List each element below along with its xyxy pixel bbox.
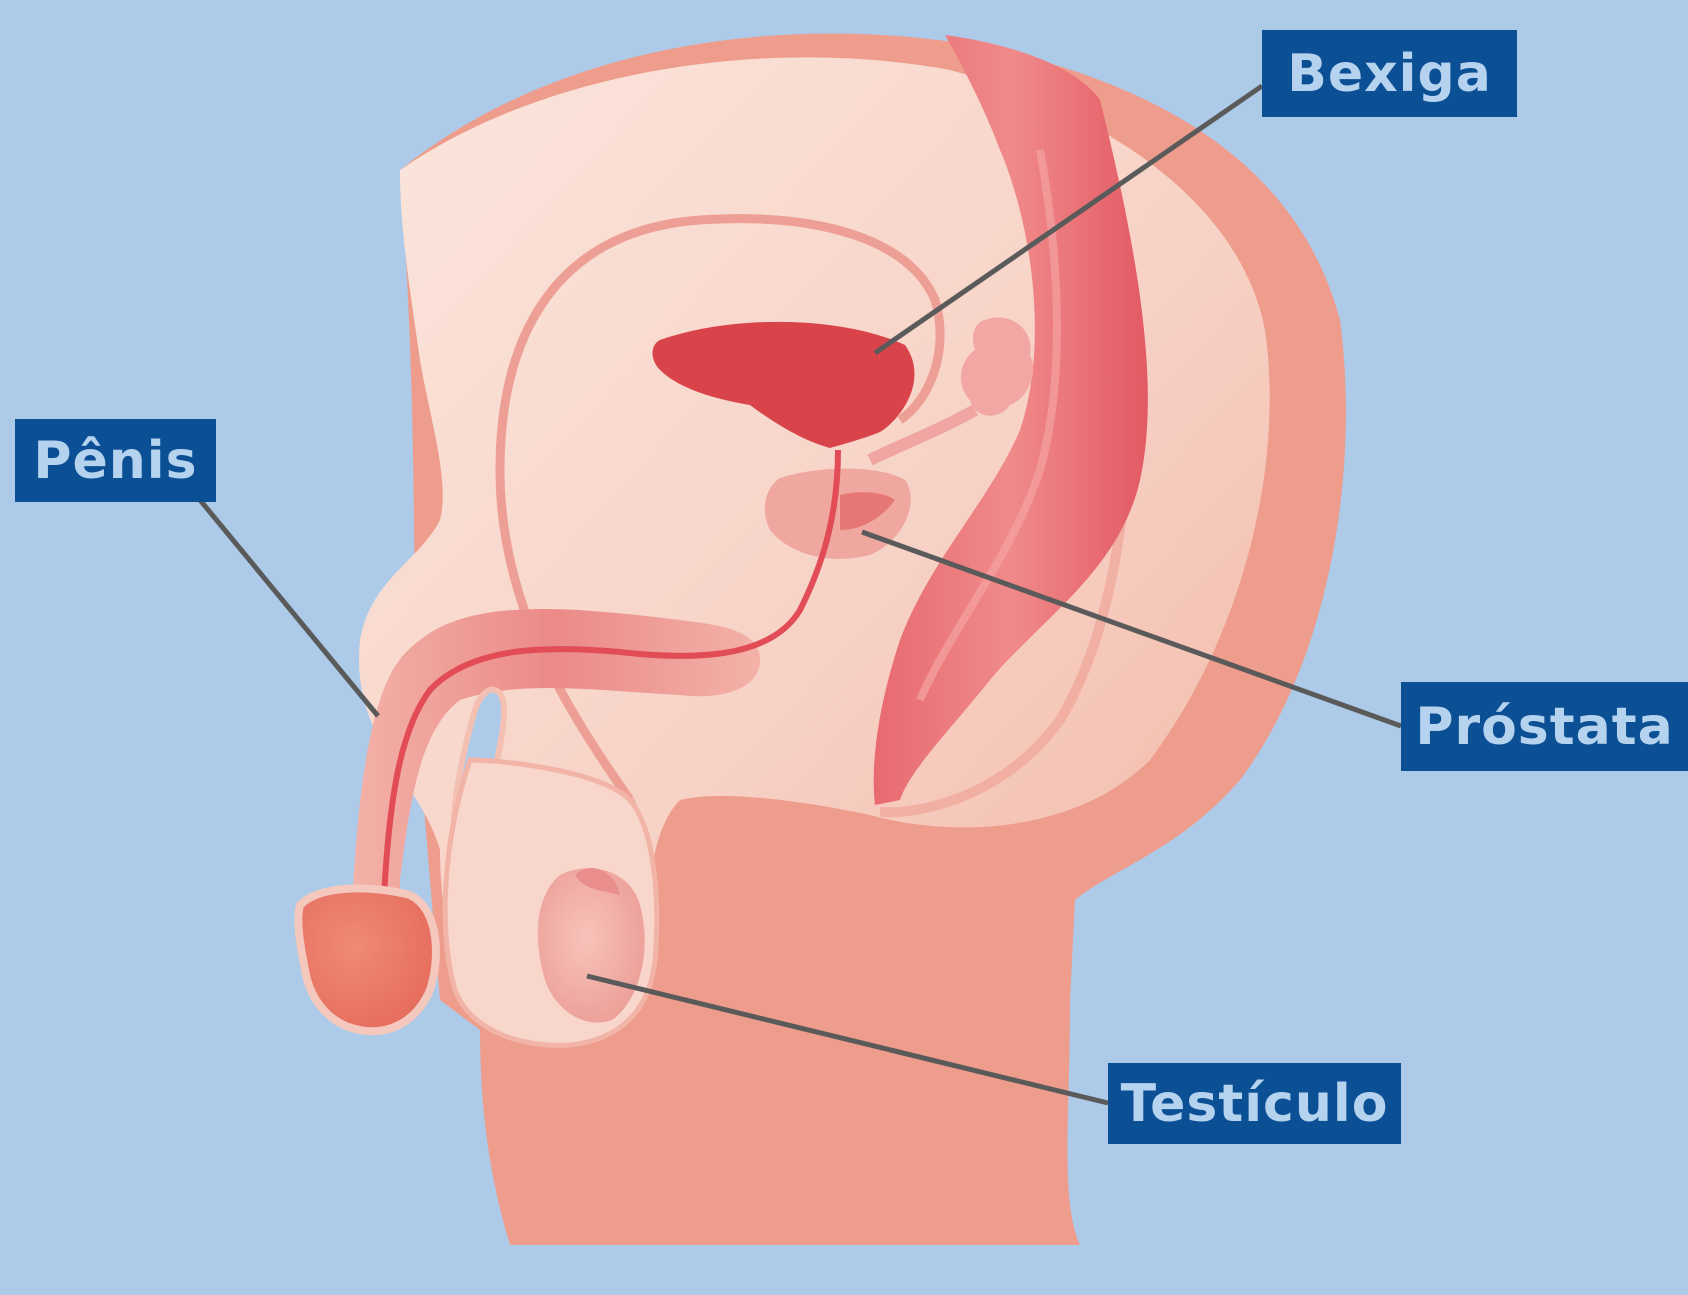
label-penis-text: Pênis xyxy=(33,431,197,491)
leader-line-penis xyxy=(200,500,378,716)
label-testiculo-text: Testículo xyxy=(1121,1074,1389,1134)
label-testiculo: Testículo xyxy=(1108,1063,1401,1144)
glans xyxy=(298,888,436,1031)
label-prostata: Próstata xyxy=(1401,682,1688,771)
label-bexiga: Bexiga xyxy=(1262,30,1517,117)
label-penis: Pênis xyxy=(15,419,216,502)
label-bexiga-text: Bexiga xyxy=(1287,44,1492,104)
label-prostata-text: Próstata xyxy=(1415,697,1673,757)
